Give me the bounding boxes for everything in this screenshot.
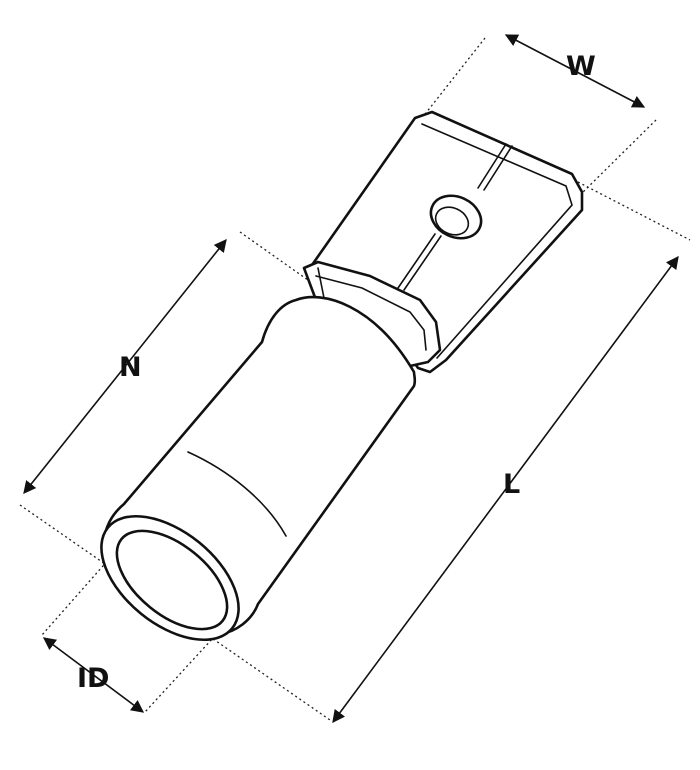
w-dimension-line	[504, 34, 646, 108]
id-label: ID	[77, 663, 109, 694]
n-dimension-line	[23, 238, 227, 495]
w-label: W	[566, 51, 596, 82]
l-extension-top	[577, 181, 691, 241]
entry-inner-rim	[115, 529, 229, 631]
detent-dimple-inner	[434, 206, 470, 236]
tab-center-line-2	[477, 143, 507, 189]
n-label: N	[119, 352, 142, 383]
id-dimension-line	[42, 637, 145, 713]
dimension-labels: W L N ID	[77, 51, 596, 694]
w-extension-right	[577, 119, 657, 198]
crimp-collar-inner	[315, 275, 427, 351]
l-label: L	[503, 469, 520, 500]
dimension-lines	[23, 34, 679, 724]
n-extension-top	[239, 231, 316, 286]
tab-center-line-lower-2	[397, 233, 436, 289]
tab-blade-edge	[421, 123, 573, 359]
id-extension-left	[41, 557, 111, 636]
sleeve-contour	[187, 451, 287, 537]
w-extension-left	[421, 37, 486, 119]
crimp-collar-ridge	[317, 267, 325, 299]
tab-center-line-lower	[403, 235, 442, 291]
extension-lines	[19, 37, 691, 721]
tab-center-line	[483, 145, 513, 191]
l-dimension-line	[332, 255, 679, 724]
terminal	[100, 110, 584, 642]
